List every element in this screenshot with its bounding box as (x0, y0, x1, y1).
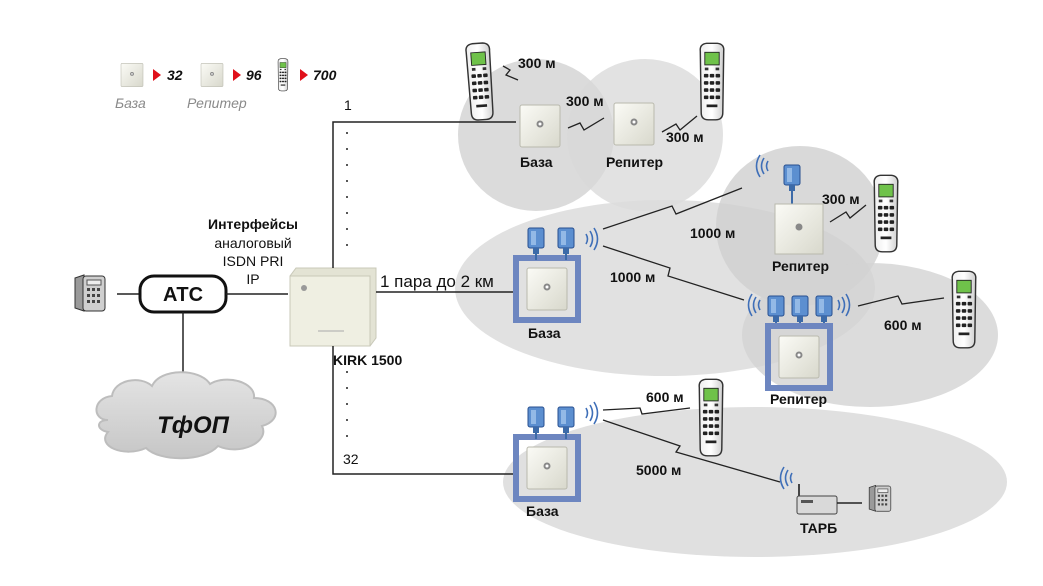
ats-label: АТС (163, 284, 203, 306)
base-2-label: База (528, 325, 561, 341)
legend-base-label: База (115, 95, 146, 111)
legend-handset-icon (277, 58, 289, 92)
legend-repeater-count: 96 (246, 67, 262, 83)
base-3-cell (503, 407, 1007, 557)
legend-handset-count: 700 (313, 67, 337, 83)
desk-phone-icon (868, 484, 892, 512)
interface-ip: IP (246, 271, 259, 287)
pstn-label: ТфОП (157, 412, 230, 439)
antenna-icon (527, 406, 545, 434)
repeater-3-icon (778, 335, 820, 379)
legend-repeater-icon (200, 63, 224, 87)
handset-icon (951, 270, 977, 349)
port-bus (332, 121, 518, 475)
legend-base-count: 32 (167, 67, 183, 83)
tarb-device-icon (796, 484, 838, 515)
controller-label: KIRK 1500 (333, 352, 402, 368)
base-1-label: База (520, 154, 553, 170)
legend-arrow-icon (300, 69, 308, 81)
desk-phone-icon (74, 274, 106, 312)
base-2-frame (513, 255, 581, 323)
pair-label: 1 пара до 2 км (380, 272, 494, 291)
port-last: 32 (343, 451, 359, 467)
interfaces-title: Интерфейсы (208, 216, 298, 232)
radio-waves-icon (585, 401, 599, 425)
handset-icon (699, 42, 725, 121)
repeater-2: 300 м Репитер (755, 154, 899, 274)
repeater-1-icon (613, 102, 655, 146)
legend: 32 96 700 База Репитер (115, 58, 337, 111)
pstn-side: АТС ТфОП (74, 274, 288, 460)
repeater-3-label: Репитер (770, 391, 827, 407)
distance-label: 1000 м (690, 225, 735, 241)
antenna-icon (557, 406, 575, 434)
repeater-3-frame (765, 323, 833, 391)
distance-label: 1000 м (610, 269, 655, 285)
port-dots (346, 132, 348, 437)
legend-arrow-icon (153, 69, 161, 81)
bottom-base: База 600 м 5000 м ТАРБ (513, 378, 892, 536)
distance-label: 600 м (884, 317, 922, 333)
port-first: 1 (344, 97, 352, 113)
base-3-label: База (526, 503, 559, 519)
base-1-icon (519, 104, 561, 148)
interfaces-block: Интерфейсы аналоговый ISDN PRI IP (208, 216, 298, 287)
distance-label: 300 м (822, 191, 860, 207)
base-2-icon (526, 267, 568, 311)
handset-icon (698, 378, 724, 457)
legend-base-icon (120, 63, 144, 87)
interface-isdn: ISDN PRI (223, 253, 284, 269)
kirk-controller (289, 267, 377, 347)
base-3-icon (526, 446, 568, 490)
top-cluster: 300 м 300 м 300 м База Репитер (464, 41, 725, 170)
middle-base: База 1000 м 1000 м (513, 187, 745, 341)
pstn-cloud-icon (95, 371, 277, 460)
repeater-1-label: Репитер (606, 154, 663, 170)
distance-label: 300 м (566, 93, 604, 109)
distance-label: 5000 м (636, 462, 681, 478)
distance-label: 300 м (666, 129, 704, 145)
tarb-label: ТАРБ (800, 520, 837, 536)
handset-icon (873, 174, 899, 253)
distance-label: 300 м (518, 55, 556, 71)
interface-analog: аналоговый (214, 235, 291, 251)
legend-repeater-label: Репитер (187, 95, 247, 111)
repeater-2-label: Репитер (772, 258, 829, 274)
base-3-frame (513, 434, 581, 502)
repeater-3: 600 м Репитер (747, 270, 977, 407)
controller-logo-icon (301, 285, 307, 291)
legend-arrow-icon (233, 69, 241, 81)
distance-label: 600 м (646, 389, 684, 405)
